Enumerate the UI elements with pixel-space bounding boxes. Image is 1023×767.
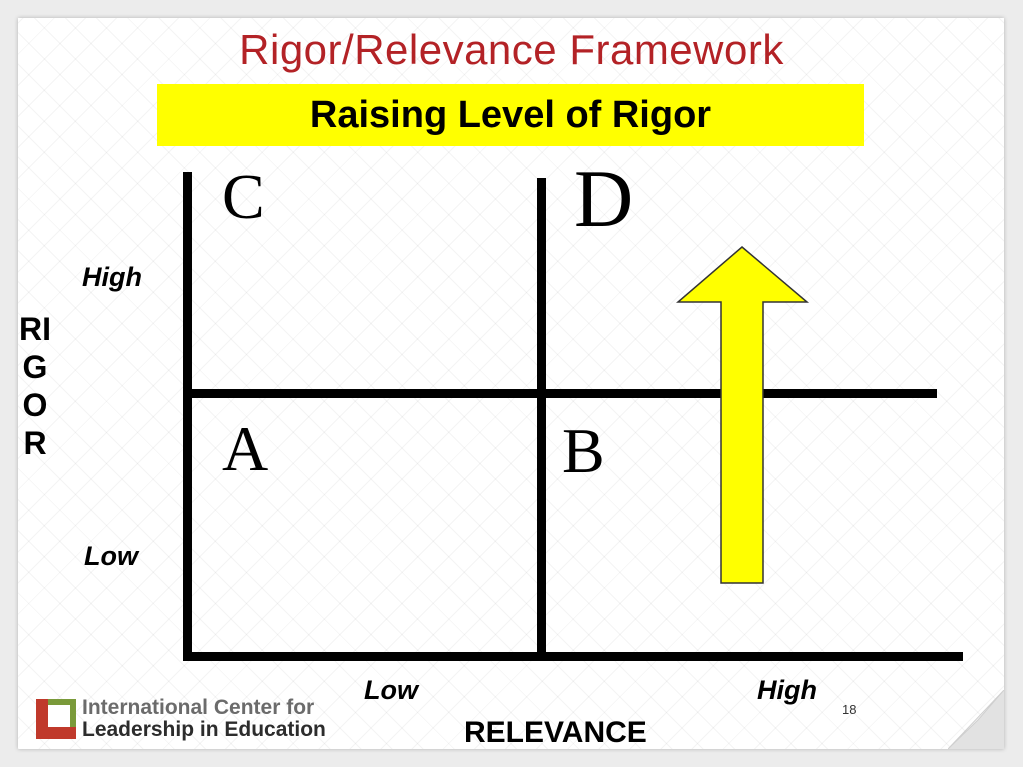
page-curl-icon: [948, 690, 1004, 749]
x-axis-high-label: High: [757, 675, 817, 705]
y-axis-low-label: Low: [84, 541, 138, 571]
logo-line-1: International Center for: [82, 696, 315, 719]
up-arrow-icon: [676, 246, 810, 584]
logo-text: International Center for Leadership in E…: [82, 697, 326, 741]
quadrant-c-label: C: [222, 161, 265, 232]
banner-text: Raising Level of Rigor: [309, 93, 712, 136]
y-axis-label: RI G O R: [0, 310, 70, 462]
up-arrow-shape: [676, 246, 810, 584]
banner: Raising Level of Rigor: [157, 84, 864, 146]
logo-mark-icon: [36, 699, 76, 739]
y-axis-label-line: R: [23, 425, 47, 461]
organization-logo: International Center for Leadership in E…: [36, 697, 326, 741]
y-axis-label-line: G: [22, 349, 48, 385]
slide-title: Rigor/Relevance Framework: [239, 26, 784, 73]
slide-number: 18: [842, 702, 857, 717]
y-axis-label-line: RI: [19, 311, 51, 347]
y-axis-label-line: O: [22, 387, 48, 423]
y-axis-line: [183, 172, 192, 660]
y-axis-high-label: High: [82, 262, 142, 292]
logo-line-2: Leadership in Education: [82, 718, 326, 741]
quadrant-b-label: B: [562, 415, 605, 486]
vertical-divider: [537, 178, 546, 658]
quadrant-d-label: D: [574, 153, 634, 244]
horizontal-divider: [187, 389, 937, 398]
x-axis-label: RELEVANCE: [464, 716, 647, 749]
x-axis-low-label: Low: [364, 675, 418, 705]
x-axis-line: [183, 652, 963, 661]
quadrant-a-label: A: [222, 413, 269, 484]
